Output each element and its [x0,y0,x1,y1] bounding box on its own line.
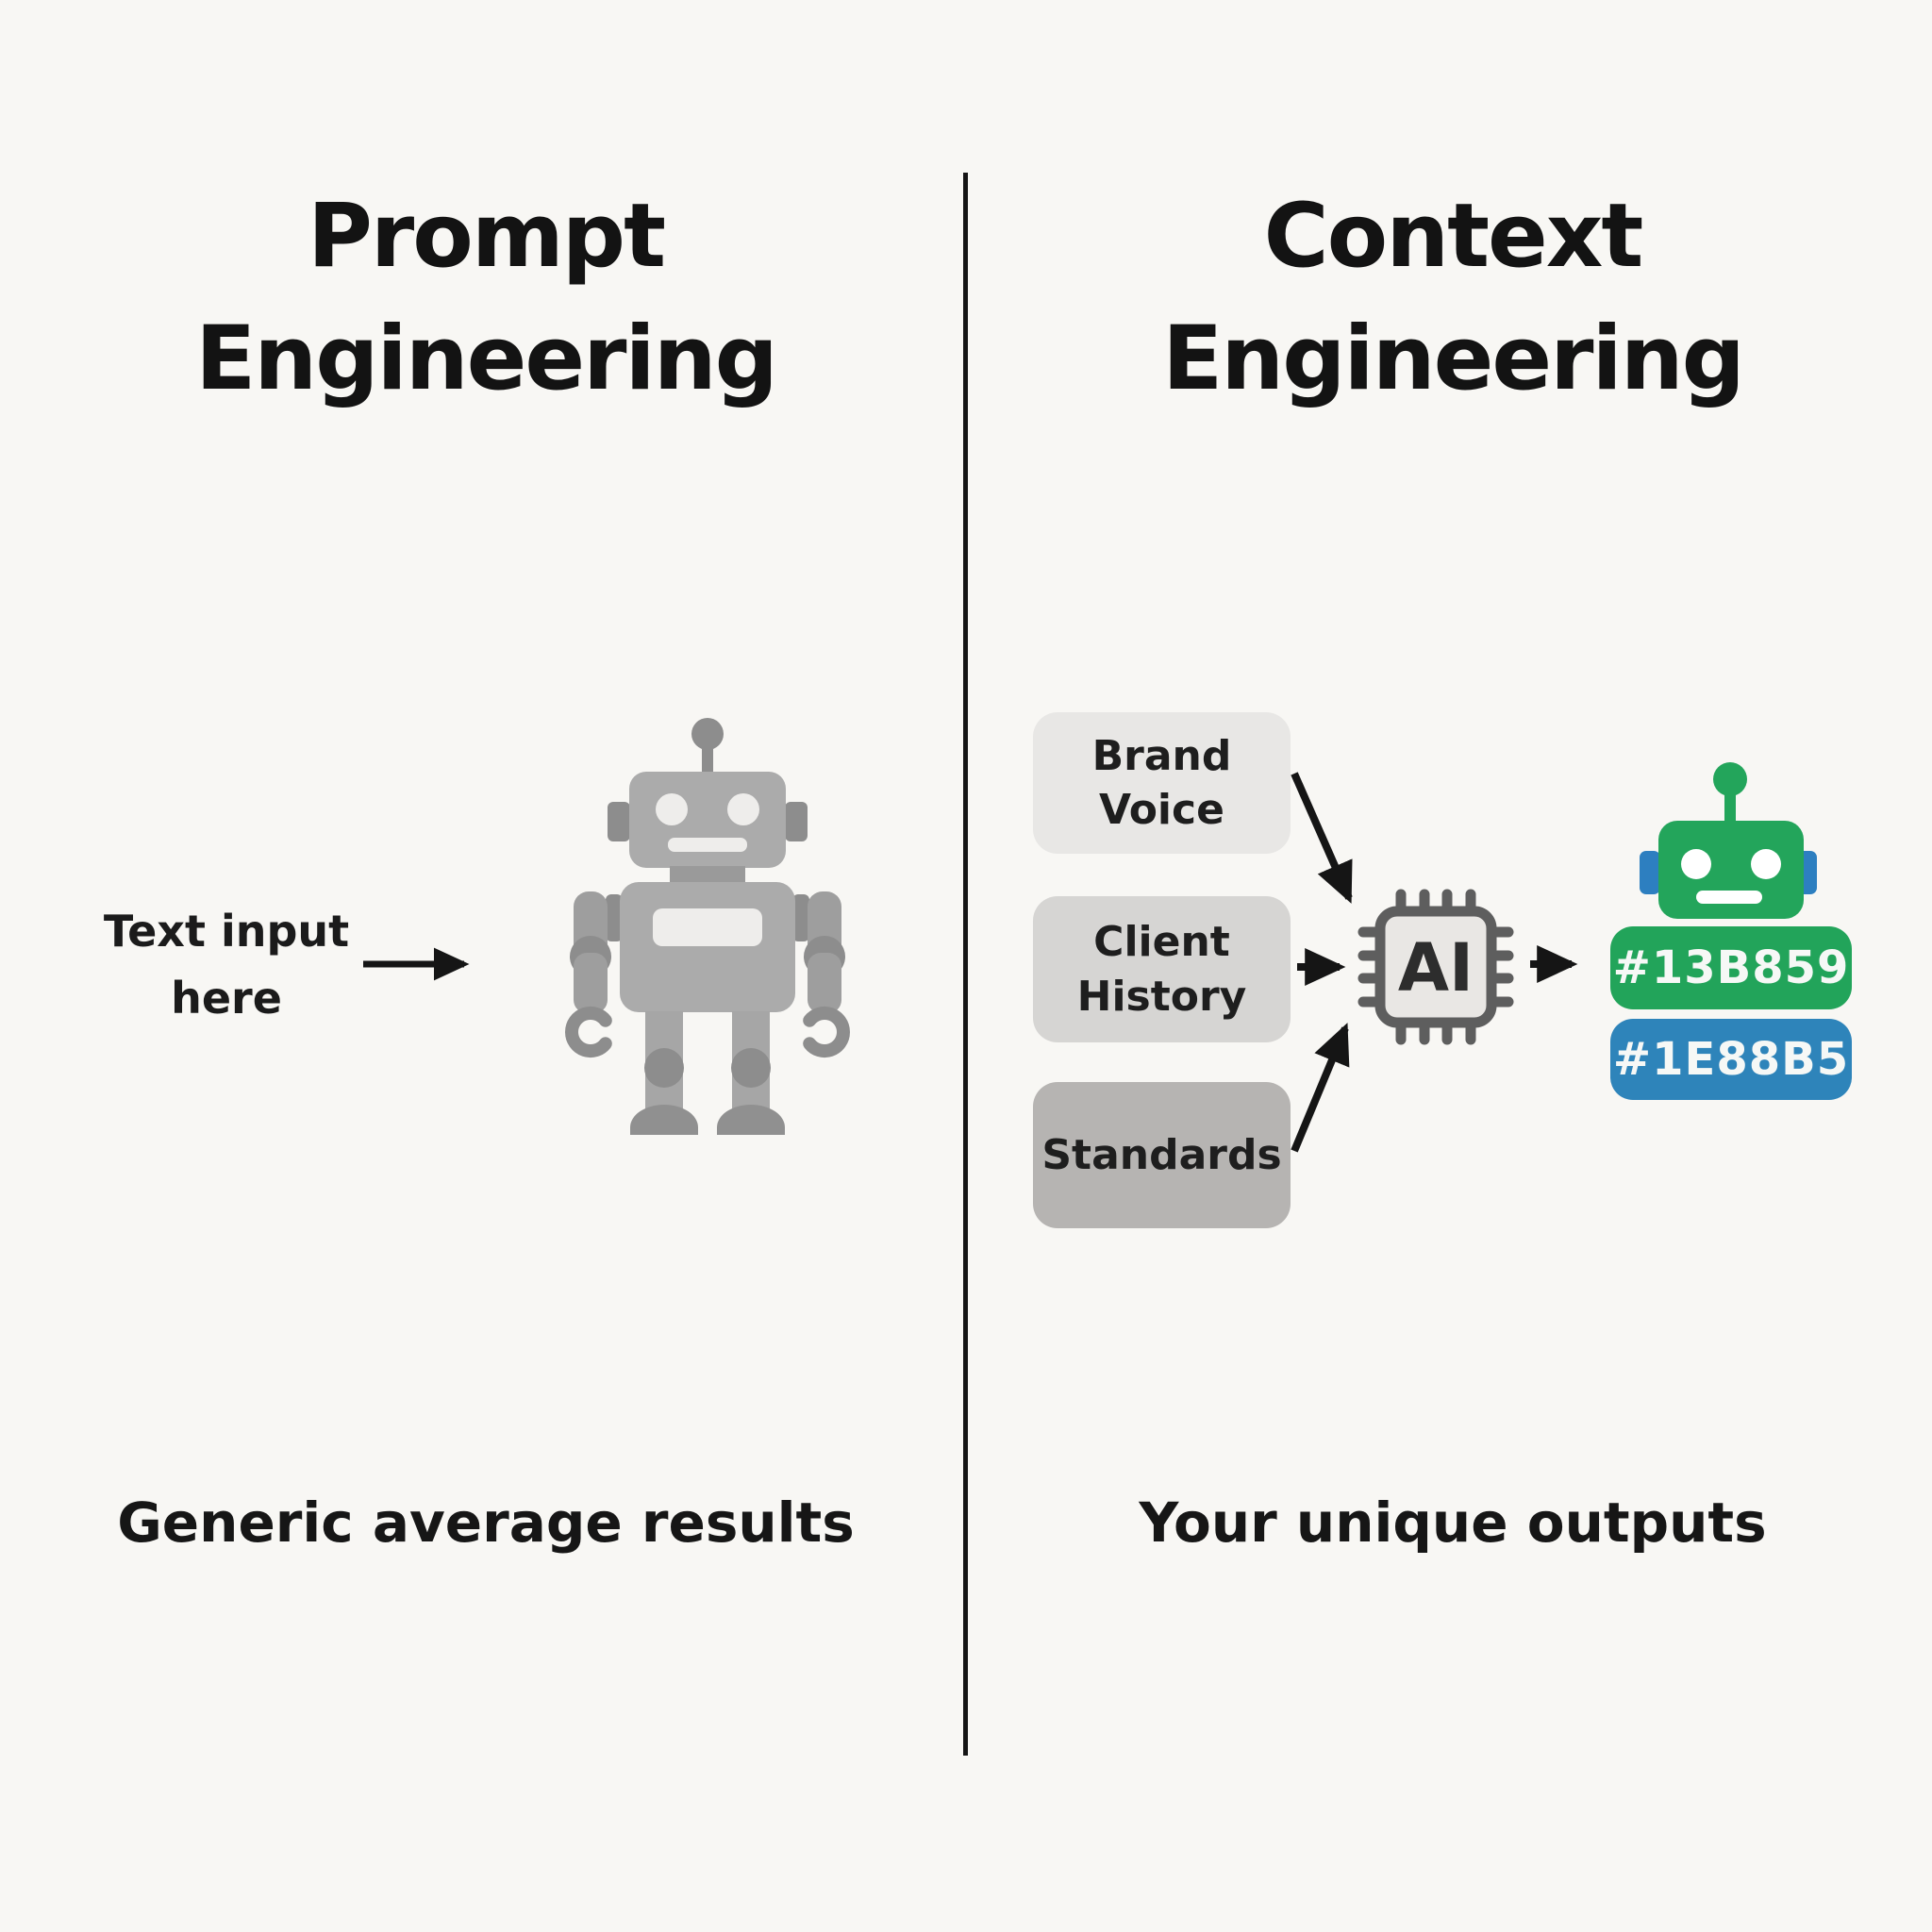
standards-box: Standards [1033,1082,1291,1228]
ai-robot-head-icon [1640,762,1817,919]
brand-voice-box: Brand Voice [1033,712,1291,854]
ai-chip-label: AI [1398,929,1474,1007]
left-caption: Generic average results [117,1491,855,1555]
output-badge-green: #13B859 [1610,926,1852,1009]
center-divider [963,173,968,1756]
left-title: Prompt Engineering [195,185,778,410]
gray-robot-icon [564,718,851,1135]
right-title: Context Engineering [1162,185,1745,410]
standards-arrow [1291,1023,1350,1153]
ai-chip-icon: AI [1357,889,1514,1045]
output-badge-blue: #1E88B5 [1610,1019,1852,1100]
right-caption: Your unique outputs [1139,1491,1767,1555]
client-history-box: Client History [1033,896,1291,1042]
text-input-label: Text input here [103,906,350,1024]
brand-voice-arrow [1291,772,1353,904]
